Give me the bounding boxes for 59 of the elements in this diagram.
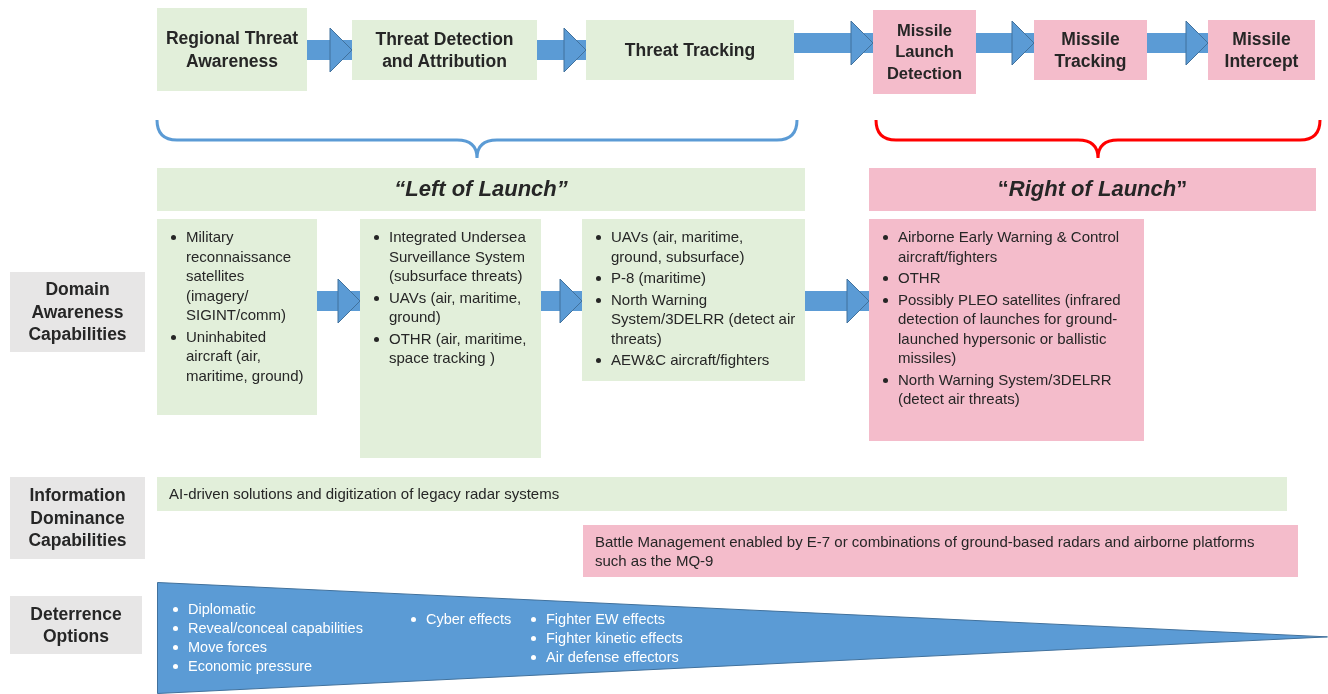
bullet-item: UAVs (air, maritime, ground) (389, 287, 523, 327)
block-arrow (794, 20, 874, 66)
bullet-item: Air defense effectors (546, 647, 679, 667)
block-arrow (976, 20, 1035, 66)
bullet-item: Economic pressure (188, 656, 313, 676)
process-box (583, 525, 1298, 577)
bullet-item: Diplomatic (188, 600, 256, 619)
bullet-item: Fighter kinetic effects (546, 628, 683, 648)
box-label: Missile Intercept (1223, 27, 1300, 73)
block-arrow (317, 278, 361, 324)
bullet-item: UAVs (air, maritime, ground, subsurface) (611, 227, 746, 266)
bullet-item: Reveal/conceal capabilities (188, 618, 363, 638)
process-box (157, 168, 805, 211)
row-header-box (10, 596, 142, 654)
block-arrow (1147, 20, 1209, 66)
bullet-item: Airborne Early Warning & Control aircraft/fighters (898, 227, 1121, 266)
box-label: Missile Launch Detection (885, 20, 964, 84)
bullet-item: P-8 (maritime) (611, 268, 706, 288)
bullet-item: Move forces (188, 637, 267, 657)
box-text: Battle Management enabled by E-7 or combinations of ground-based radars and airborne platforms such as the MQ-9 (595, 531, 1256, 571)
bullet-item: Uninhabited aircraft (air, maritime, ground) (186, 326, 305, 385)
box-label: Information Dominance Capabilities (27, 484, 128, 552)
box-label: “Right of Launch” (997, 175, 1188, 204)
bullet-item: Possibly PLEO satellites (infrared detection of launches for ground-launched hypersonic or ballistic missiles) (898, 289, 1122, 368)
bullet-item: Military reconnaissance satellites (imagery/ SIGINT/comm) (186, 227, 293, 325)
process-box (869, 219, 1144, 441)
bullet-item: North Warning System/3DELRR (detect air threats) (611, 289, 797, 348)
box-text: AI-driven solutions and digitization of legacy radar systems (169, 484, 561, 504)
process-box (1208, 20, 1315, 80)
process-box (586, 20, 794, 80)
bullet-item: OTHR (898, 268, 941, 288)
process-box (157, 219, 317, 415)
block-arrow (541, 278, 583, 324)
box-label: Regional Threat Awareness (164, 27, 300, 72)
box-label: Deterrence Options (29, 602, 123, 648)
process-box (1034, 20, 1147, 80)
bullet-item: North Warning System/3DELRR (detect air threats) (898, 369, 1113, 409)
process-box (352, 20, 537, 80)
row-header-box (10, 272, 145, 352)
block-arrow (307, 27, 353, 73)
process-box (873, 10, 976, 94)
bullet-item: Fighter EW effects (546, 610, 665, 629)
process-box (360, 219, 541, 458)
bullet-item: OTHR (air, maritime, space tracking ) (389, 328, 528, 368)
bullet-item: AEW&C aircraft/fighters (611, 350, 770, 370)
process-box (869, 168, 1316, 211)
box-label: “Left of Launch” (394, 175, 568, 204)
bullet-item: Integrated Undersea Surveillance System (subsurface threats) (389, 227, 527, 286)
box-label: Threat Tracking (624, 38, 756, 62)
process-box (582, 219, 805, 381)
process-box (157, 477, 1287, 511)
box-label: Missile Tracking (1053, 27, 1128, 73)
box-label: Domain Awareness Capabilities (27, 278, 128, 346)
block-arrow (537, 27, 587, 73)
bullet-item: Cyber effects (426, 610, 512, 629)
block-arrow (805, 278, 870, 324)
row-header-box (10, 477, 145, 559)
process-box (157, 8, 307, 91)
box-label: Threat Detection and Attribution (374, 27, 515, 73)
